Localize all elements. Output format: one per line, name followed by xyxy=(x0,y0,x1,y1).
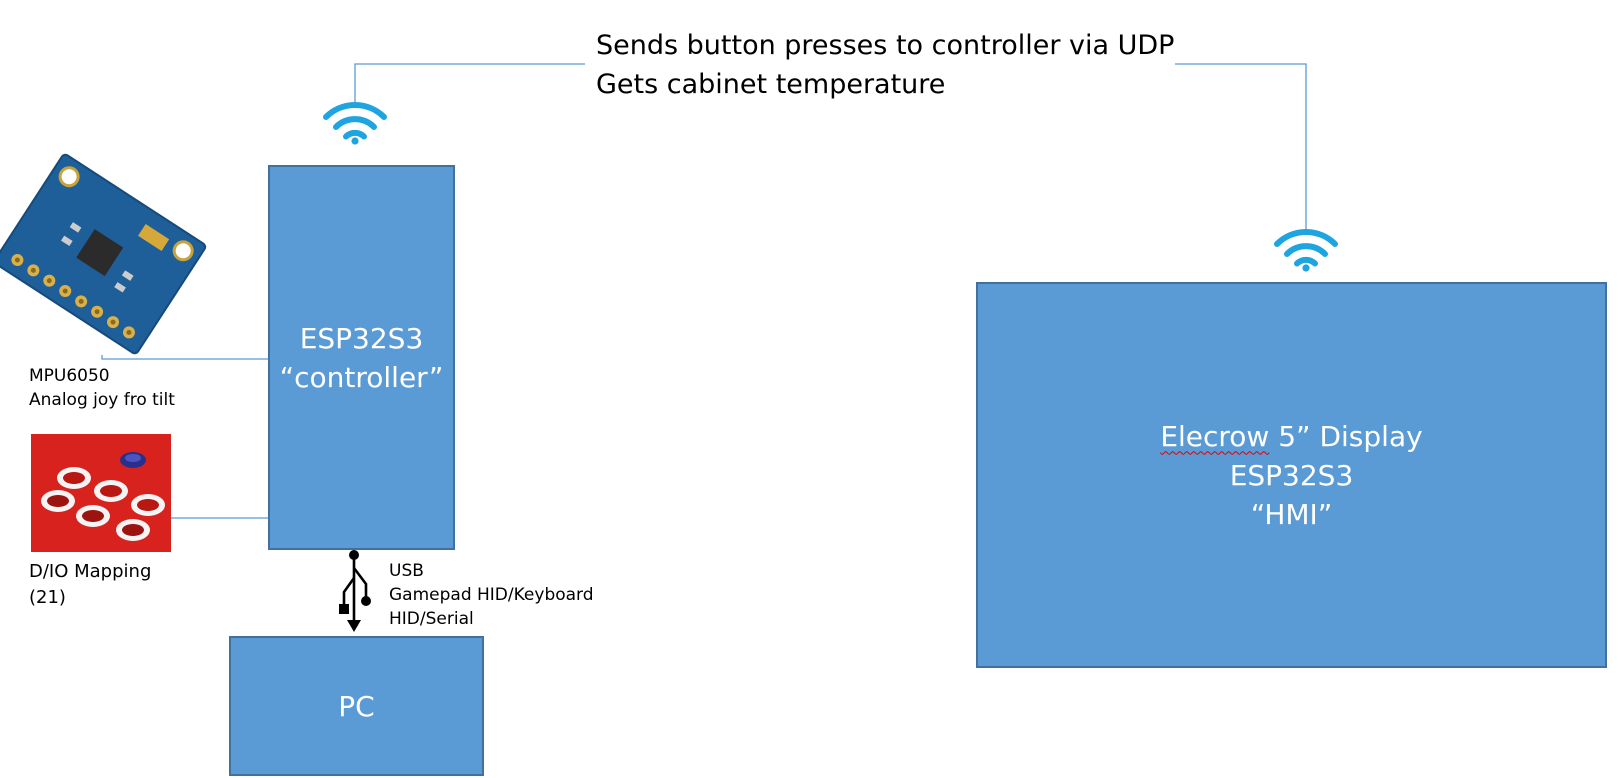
arcade-buttons-image xyxy=(31,434,171,552)
hmi-box: Elecrow 5” Display ESP32S3 “HMI” xyxy=(976,282,1607,668)
udp-description-line2: Gets cabinet temperature xyxy=(596,69,946,100)
usb-caption-line3: HID/Serial xyxy=(389,609,474,629)
usb-caption-line2: Gamepad HID/Keyboard xyxy=(389,585,594,605)
pc-label: PC xyxy=(338,689,375,723)
controller-line2: “controller” xyxy=(279,360,444,394)
wifi-icon xyxy=(1274,229,1338,272)
controller-line1: ESP32S3 xyxy=(299,321,424,355)
usb-caption-line1: USB xyxy=(389,561,424,581)
udp-description-line1: Sends button presses to controller via U… xyxy=(596,30,1175,61)
hmi-line2: ESP32S3 xyxy=(1229,458,1354,492)
hmi-line3: “HMI” xyxy=(1250,497,1333,531)
udp-link-line-right xyxy=(1175,63,1307,230)
hmi-line1-rest: 5” Display xyxy=(1269,419,1423,453)
dio-caption: D/IO Mapping (21) xyxy=(29,559,151,611)
mpu-link-line xyxy=(101,355,268,360)
mpu6050-board-image xyxy=(0,153,207,355)
wifi-icon xyxy=(323,102,387,145)
mpu-caption-line1: MPU6050 xyxy=(29,366,110,386)
udp-description: Sends button presses to controller via U… xyxy=(596,26,1174,104)
dio-caption-line1: D/IO Mapping xyxy=(29,561,152,582)
controller-box: ESP32S3 “controller” xyxy=(268,165,455,550)
usb-caption: USB Gamepad HID/Keyboard HID/Serial xyxy=(389,559,594,631)
dio-caption-line2: (21) xyxy=(29,587,66,608)
udp-link-line xyxy=(354,63,585,105)
hmi-line1: Elecrow 5” Display xyxy=(1160,417,1422,456)
hmi-brand: Elecrow xyxy=(1160,419,1270,453)
mpu-caption-line2: Analog joy fro tilt xyxy=(29,390,175,410)
pc-box: PC xyxy=(229,636,484,776)
mpu-caption: MPU6050 Analog joy fro tilt xyxy=(29,364,175,412)
usb-icon xyxy=(339,550,371,632)
